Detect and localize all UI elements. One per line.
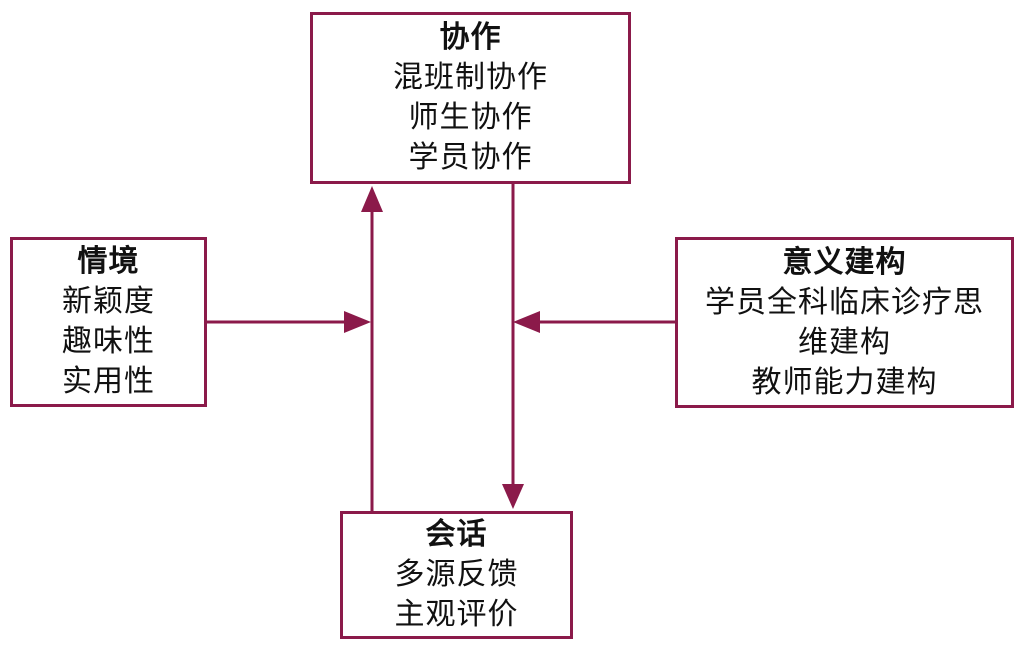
meaning-construction-item: 学员全科临床诊疗思 [705, 284, 984, 320]
arrowhead-right [344, 311, 371, 333]
conversation-item: 主观评价 [394, 597, 519, 632]
context-item: 新颖度 [62, 284, 155, 319]
collaboration-title: 协作 [439, 20, 502, 55]
arrowhead-left [513, 311, 540, 333]
collaboration-box: 协作 混班制协作 师生协作 学员协作 [310, 12, 631, 184]
meaning-construction-box: 意义建构 学员全科临床诊疗思 维建构 教师能力建构 [675, 237, 1014, 408]
arrowhead-down [502, 484, 524, 509]
context-item: 实用性 [62, 364, 155, 399]
conversation-title: 会话 [425, 517, 488, 552]
context-box: 情境 新颖度 趣味性 实用性 [10, 237, 207, 407]
context-title: 情境 [77, 244, 140, 279]
conversation-box: 会话 多源反馈 主观评价 [340, 511, 573, 639]
meaning-construction-item: 教师能力建构 [751, 364, 938, 400]
arrowhead-up [361, 186, 383, 212]
conversation-item: 多源反馈 [394, 557, 519, 592]
collaboration-item: 学员协作 [408, 140, 533, 175]
meaning-construction-item: 维建构 [798, 324, 891, 360]
collaboration-item: 师生协作 [408, 100, 533, 135]
context-item: 趣味性 [62, 324, 155, 359]
collaboration-item: 混班制协作 [393, 60, 548, 95]
meaning-construction-title: 意义建构 [782, 244, 907, 280]
